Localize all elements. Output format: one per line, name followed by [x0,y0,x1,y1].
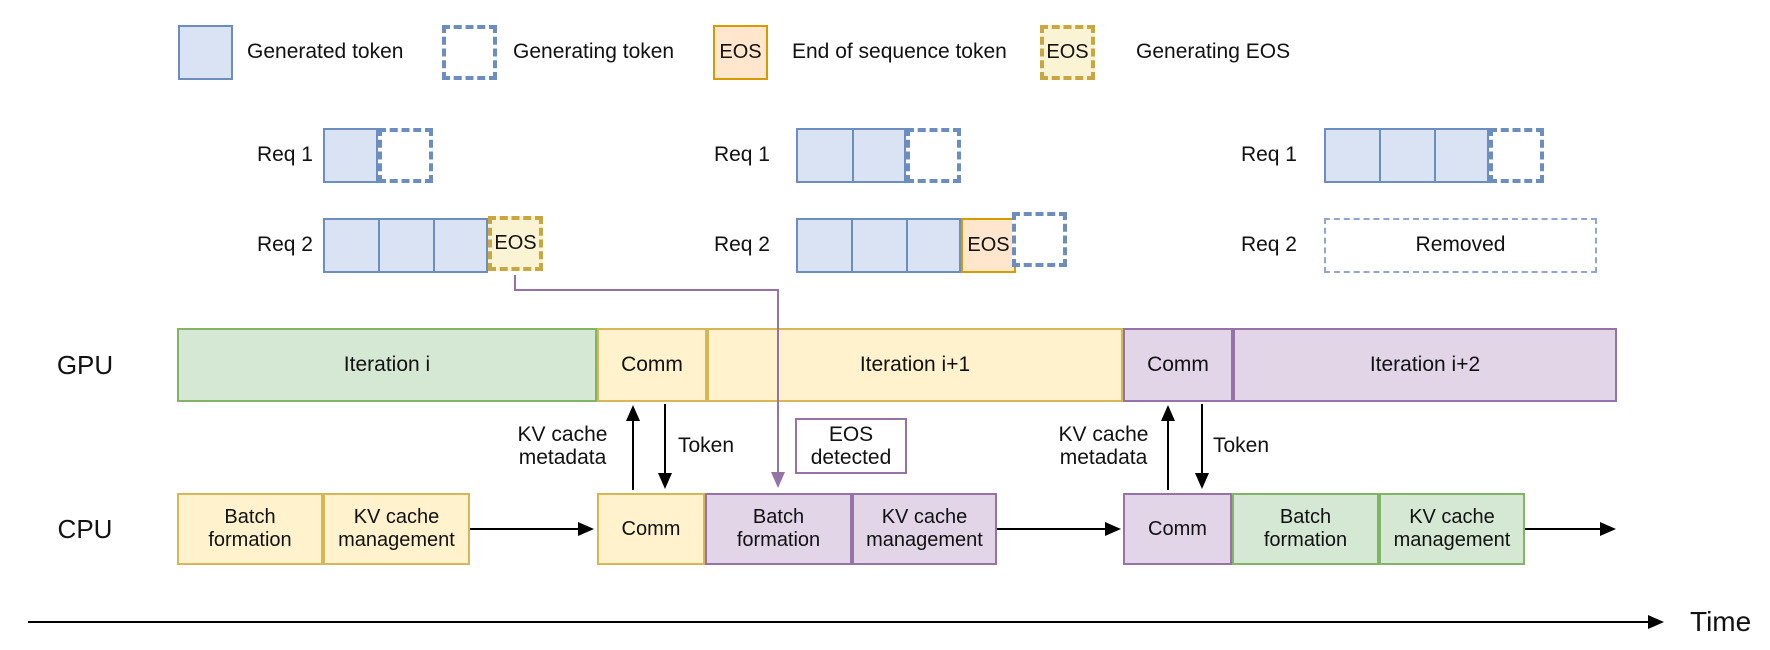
group1-req1-generating-token [378,128,433,183]
legend-generating-eos-swatch: EOS [1040,25,1095,80]
legend-generating-token-swatch [442,25,497,80]
cpu-segment-kv-cache-management-1: KV cache management [323,493,470,565]
legend-eos-swatch-text: EOS [719,41,762,63]
gpu-segment-iteration-i1: Iteration i+1 [707,328,1123,402]
gpu-segment-comm-2: Comm [1123,328,1233,402]
cpu-segment-label: Batch formation [208,506,292,551]
cpu-segment-label: Comm [621,517,681,540]
gpu-segment-iteration-i2: Iteration i+2 [1233,328,1617,402]
group2-req1-label: Req 1 [713,143,770,167]
group1-req1-label: Req 1 [256,143,313,167]
gpu-segment-label: Comm [621,353,683,376]
cpu-segment-batch-formation-1: Batch formation [177,493,323,565]
legend-generated-token-swatch [178,25,233,80]
cpu-row-label: CPU [57,513,113,544]
kv-cache-metadata-label-1: KV cache metadata [517,423,608,469]
legend-generating-eos-swatch-text: EOS [1046,41,1089,63]
group3-req1-label: Req 1 [1240,143,1297,167]
cpu-segment-kv-cache-management-2: KV cache management [852,493,997,565]
group3-req2-removed-box: Removed [1324,218,1597,273]
token-divider [1379,130,1381,181]
token-divider [433,220,435,271]
legend-generated-token-label: Generated token [247,40,404,64]
gpu-segment-comm-1: Comm [597,328,707,402]
group2-req1-generating-token [906,128,961,183]
group2-req2-generating-token [1012,212,1067,267]
cpu-segment-label: KV cache management [338,506,455,551]
group3-req1-generating-token [1489,128,1544,183]
gpu-row-label: GPU [56,349,114,380]
cpu-segment-label: KV cache management [866,506,983,551]
group2-req2-token-run [796,218,961,273]
gpu-segment-label: Iteration i+1 [859,353,971,376]
time-axis-label: Time [1690,606,1752,637]
token-label-1: Token [678,433,735,457]
group3-req2-label: Req 2 [1240,233,1297,257]
eos-detected-box: EOS detected [795,418,907,474]
group2-req2-eos-token: EOS [961,218,1016,273]
group2-req1-token-run [796,128,906,183]
token-divider [1434,130,1436,181]
group1-req2-label: Req 2 [256,233,313,257]
gpu-segment-label: Iteration i+2 [1369,353,1481,376]
group2-req2-eos-text: EOS [967,234,1010,256]
cpu-segment-batch-formation-3: Batch formation [1232,493,1379,565]
gpu-segment-iteration-i: Iteration i [177,328,597,402]
legend-generating-eos-label: Generating EOS [1136,40,1291,64]
group2-req2-label: Req 2 [713,233,770,257]
legend-eos-label: End of sequence token [792,40,1007,64]
group1-req2-generating-eos: EOS [488,216,543,271]
group3-req1-token-run [1324,128,1489,183]
token-divider [852,130,854,181]
cpu-segment-batch-formation-2: Batch formation [705,493,852,565]
group1-req1-token-run [323,128,378,183]
gpu-segment-label: Iteration i [343,353,431,376]
cpu-segment-label: Comm [1148,517,1207,540]
group1-req2-token-run [323,218,488,273]
cpu-segment-label: Batch formation [1263,506,1348,551]
token-divider [851,220,853,271]
legend-generating-token-label: Generating token [513,40,675,64]
cpu-segment-kv-cache-management-3: KV cache management [1379,493,1525,565]
gpu-segment-label: Comm [1147,353,1209,376]
token-divider [378,220,380,271]
legend-eos-swatch: EOS [713,25,768,80]
group3-req2-removed-text: Removed [1415,233,1506,257]
eos-detected-text: EOS detected [810,423,892,469]
cpu-segment-label: KV cache management [1393,506,1511,551]
kv-cache-metadata-label-2: KV cache metadata [1058,423,1149,469]
cpu-segment-comm-1: Comm [597,493,705,565]
token-divider [906,220,908,271]
cpu-segment-comm-2: Comm [1123,493,1232,565]
token-label-2: Token [1213,433,1270,457]
group1-req2-eos-text: EOS [494,232,537,254]
cpu-segment-label: Batch formation [736,506,821,551]
